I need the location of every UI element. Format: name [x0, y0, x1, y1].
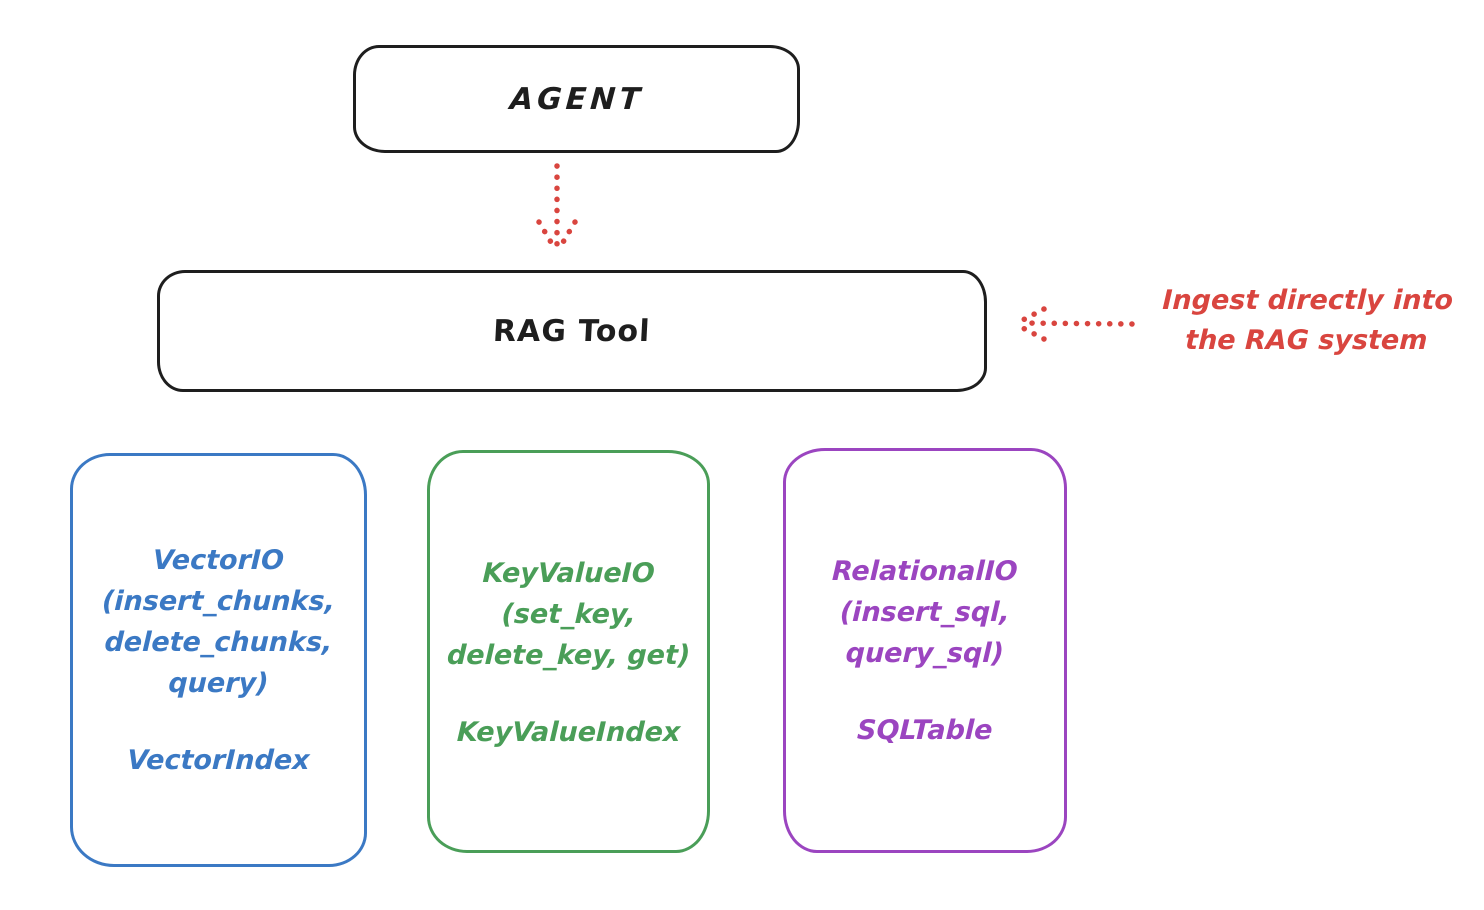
vector-io-line: (insert_chunks, — [101, 586, 336, 617]
provider-box-relational-io: RelationalIO (insert_sql, query_sql) SQL… — [783, 448, 1067, 853]
keyvalue-io-line: delete_key, get) — [446, 640, 691, 671]
rag-tool-node: RAG Tool — [157, 270, 987, 392]
vector-index-label: VectorIndex — [126, 745, 311, 776]
rag-tool-label: RAG Tool — [492, 313, 652, 349]
vector-io-line: query) — [167, 668, 270, 699]
sql-table-label: SQLTable — [856, 715, 994, 746]
vector-io-line: VectorIO — [152, 545, 285, 576]
relational-io-line: (insert_sql, — [839, 597, 1011, 628]
keyvalue-io-text: KeyValueIO (set_key, delete_key, get) Ke… — [446, 553, 691, 753]
annotation-text: Ingest directly into the RAG system — [1139, 281, 1476, 361]
annotation-line-2: the RAG system — [1184, 325, 1428, 356]
keyvalue-io-line: (set_key, — [500, 599, 637, 630]
keyvalue-io-line: KeyValueIO — [481, 558, 656, 589]
provider-box-keyvalue-io: KeyValueIO (set_key, delete_key, get) Ke… — [427, 450, 710, 853]
arrow-annotation-to-rag-icon — [1016, 306, 1135, 342]
vector-io-line: delete_chunks, — [104, 627, 333, 658]
agent-node: AGENT — [353, 45, 800, 153]
relational-io-line: RelationalIO — [831, 556, 1019, 587]
agent-label: AGENT — [508, 81, 645, 117]
relational-io-text: RelationalIO (insert_sql, query_sql) SQL… — [831, 551, 1019, 751]
annotation-line-1: Ingest directly into — [1161, 285, 1454, 316]
relational-io-line: query_sql) — [845, 638, 1005, 669]
keyvalue-index-label: KeyValueIndex — [456, 717, 681, 748]
vector-io-text: VectorIO (insert_chunks, delete_chunks, … — [101, 540, 336, 781]
arrow-agent-to-rag-icon — [536, 163, 578, 253]
provider-box-vector-io: VectorIO (insert_chunks, delete_chunks, … — [70, 453, 367, 867]
